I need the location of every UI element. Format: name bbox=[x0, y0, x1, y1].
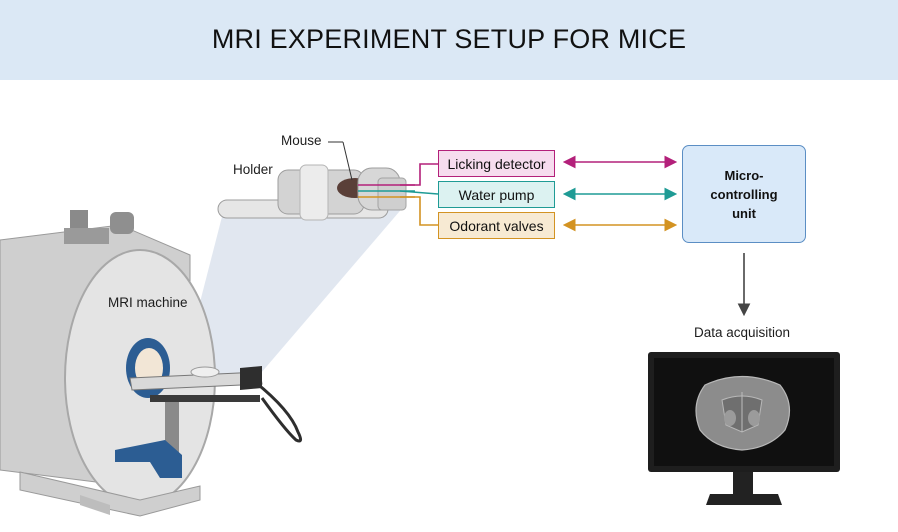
data-acquisition-label: Data acquisition bbox=[694, 325, 791, 340]
zoom-cone bbox=[180, 205, 405, 380]
mouse-pointer-line-2 bbox=[342, 141, 353, 181]
water-pump-label: Water pump bbox=[458, 186, 535, 203]
mri-machine-label: MRI machine bbox=[108, 295, 188, 310]
title-banner bbox=[0, 0, 898, 80]
micro-controlling-unit-box: Micro- controlling unit bbox=[682, 145, 806, 243]
page-title: MRI EXPERIMENT SETUP FOR MICE bbox=[211, 24, 687, 54]
odorant-valves-box: Odorant valves bbox=[438, 212, 555, 239]
holder-connectors bbox=[399, 163, 439, 226]
water-pump-box: Water pump bbox=[438, 181, 555, 208]
controller-line-3: unit bbox=[732, 205, 756, 221]
brain-scan-icon bbox=[695, 376, 791, 451]
controller-line-2: controlling bbox=[710, 186, 778, 202]
licking-detector-label: Licking detector bbox=[447, 155, 546, 172]
odorant-valves-label: Odorant valves bbox=[449, 217, 544, 234]
controller-line-1: Micro- bbox=[724, 167, 764, 183]
holder-label: Holder bbox=[233, 162, 273, 177]
holder-illustration bbox=[217, 164, 415, 221]
mri-machine-illustration bbox=[0, 210, 303, 517]
mouse-label: Mouse bbox=[281, 133, 322, 148]
licking-detector-box: Licking detector bbox=[438, 150, 555, 177]
